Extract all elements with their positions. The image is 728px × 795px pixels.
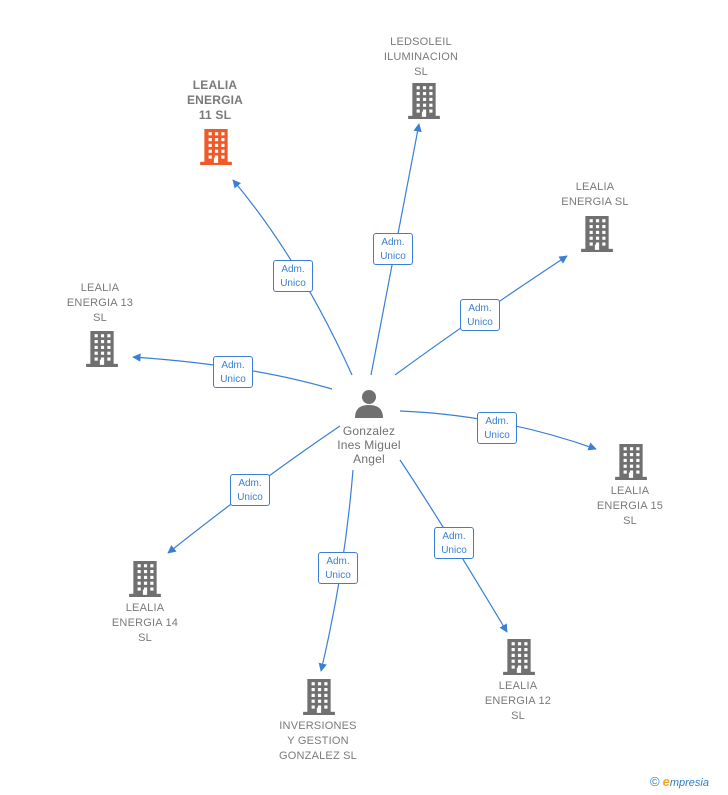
edge-label-ledsoleil[interactable]: Adm. Unico [373, 233, 413, 265]
company-label-lealia-11[interactable]: LEALIA ENERGIA 11 SL [186, 77, 244, 122]
building-icon[interactable] [129, 561, 161, 602]
building-icon[interactable] [86, 331, 118, 372]
edge-label-lealia-12[interactable]: Adm. Unico [434, 527, 474, 559]
company-label-lealia-14[interactable]: LEALIA ENERGIA 14 SL [111, 601, 179, 644]
brand-name: mpresia [669, 777, 709, 789]
company-label-lealia-15[interactable]: LEALIA ENERGIA 15 SL [596, 484, 664, 527]
building-icon[interactable] [200, 129, 232, 170]
person-label[interactable]: Gonzalez Ines Miguel Angel [337, 424, 401, 466]
edge-label-lealia-sl[interactable]: Adm. Unico [460, 299, 500, 331]
copyright-icon: © [650, 774, 660, 789]
edge-label-lealia-11[interactable]: Adm. Unico [273, 260, 313, 292]
building-icon[interactable] [303, 679, 335, 720]
edge-label-inversiones[interactable]: Adm. Unico [318, 552, 358, 584]
company-label-inversiones[interactable]: INVERSIONES Y GESTION GONZALEZ SL [279, 719, 357, 762]
building-icon[interactable] [581, 216, 613, 257]
company-label-lealia-sl[interactable]: LEALIA ENERGIA SL [561, 181, 629, 208]
edge-label-lealia-15[interactable]: Adm. Unico [477, 412, 517, 444]
company-label-lealia-13[interactable]: LEALIA ENERGIA 13 SL [66, 281, 134, 324]
building-icon[interactable] [503, 639, 535, 680]
company-label-ledsoleil[interactable]: LEDSOLEIL ILUMINACION SL [383, 35, 459, 78]
company-label-lealia-12[interactable]: LEALIA ENERGIA 12 SL [484, 679, 552, 722]
edge-label-lealia-14[interactable]: Adm. Unico [230, 474, 270, 506]
brand-footer[interactable]: ©empresia [650, 774, 709, 789]
building-icon[interactable] [408, 83, 440, 124]
building-icon[interactable] [615, 444, 647, 485]
person-icon[interactable] [354, 388, 384, 423]
edge-label-lealia-13[interactable]: Adm. Unico [213, 356, 253, 388]
brand-initial: e [662, 774, 670, 789]
